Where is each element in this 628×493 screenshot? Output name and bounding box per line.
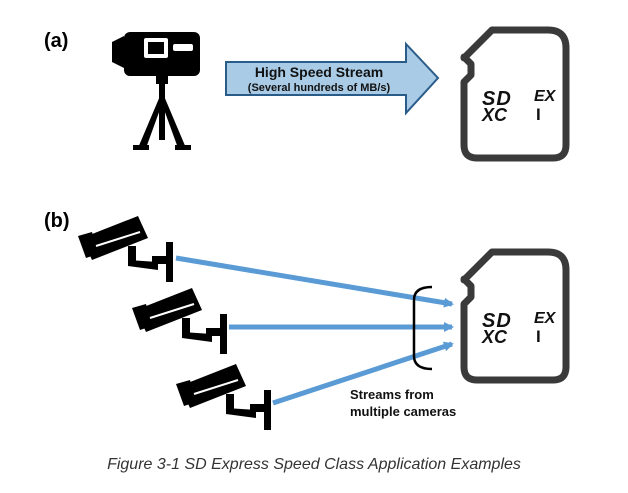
- arrow-subtitle: (Several hundreds of MB/s): [247, 82, 391, 94]
- security-camera-icon: [176, 364, 271, 430]
- figure-caption: Figure 3-1 SD Express Speed Class Applic…: [107, 456, 521, 473]
- streams-label-line2: multiple cameras: [350, 404, 457, 419]
- security-camera-icon: [132, 288, 227, 354]
- security-camera-icon: [78, 216, 173, 282]
- high-speed-arrow: [225, 41, 440, 116]
- stream-arrow-1: [175, 255, 454, 308]
- arrow-title: High Speed Stream: [254, 64, 384, 80]
- streams-label-line1: Streams from: [350, 387, 434, 402]
- sd-card-icon: [460, 248, 570, 384]
- part-a-label: (a): [44, 30, 69, 52]
- sd-card-icon: [460, 26, 570, 162]
- part-b-label: (b): [44, 210, 70, 232]
- video-camera-icon: [112, 32, 200, 150]
- streams-bracket: [412, 285, 433, 371]
- streams-label: Streams from multiple cameras: [350, 386, 490, 420]
- stream-arrow-3: [272, 341, 454, 406]
